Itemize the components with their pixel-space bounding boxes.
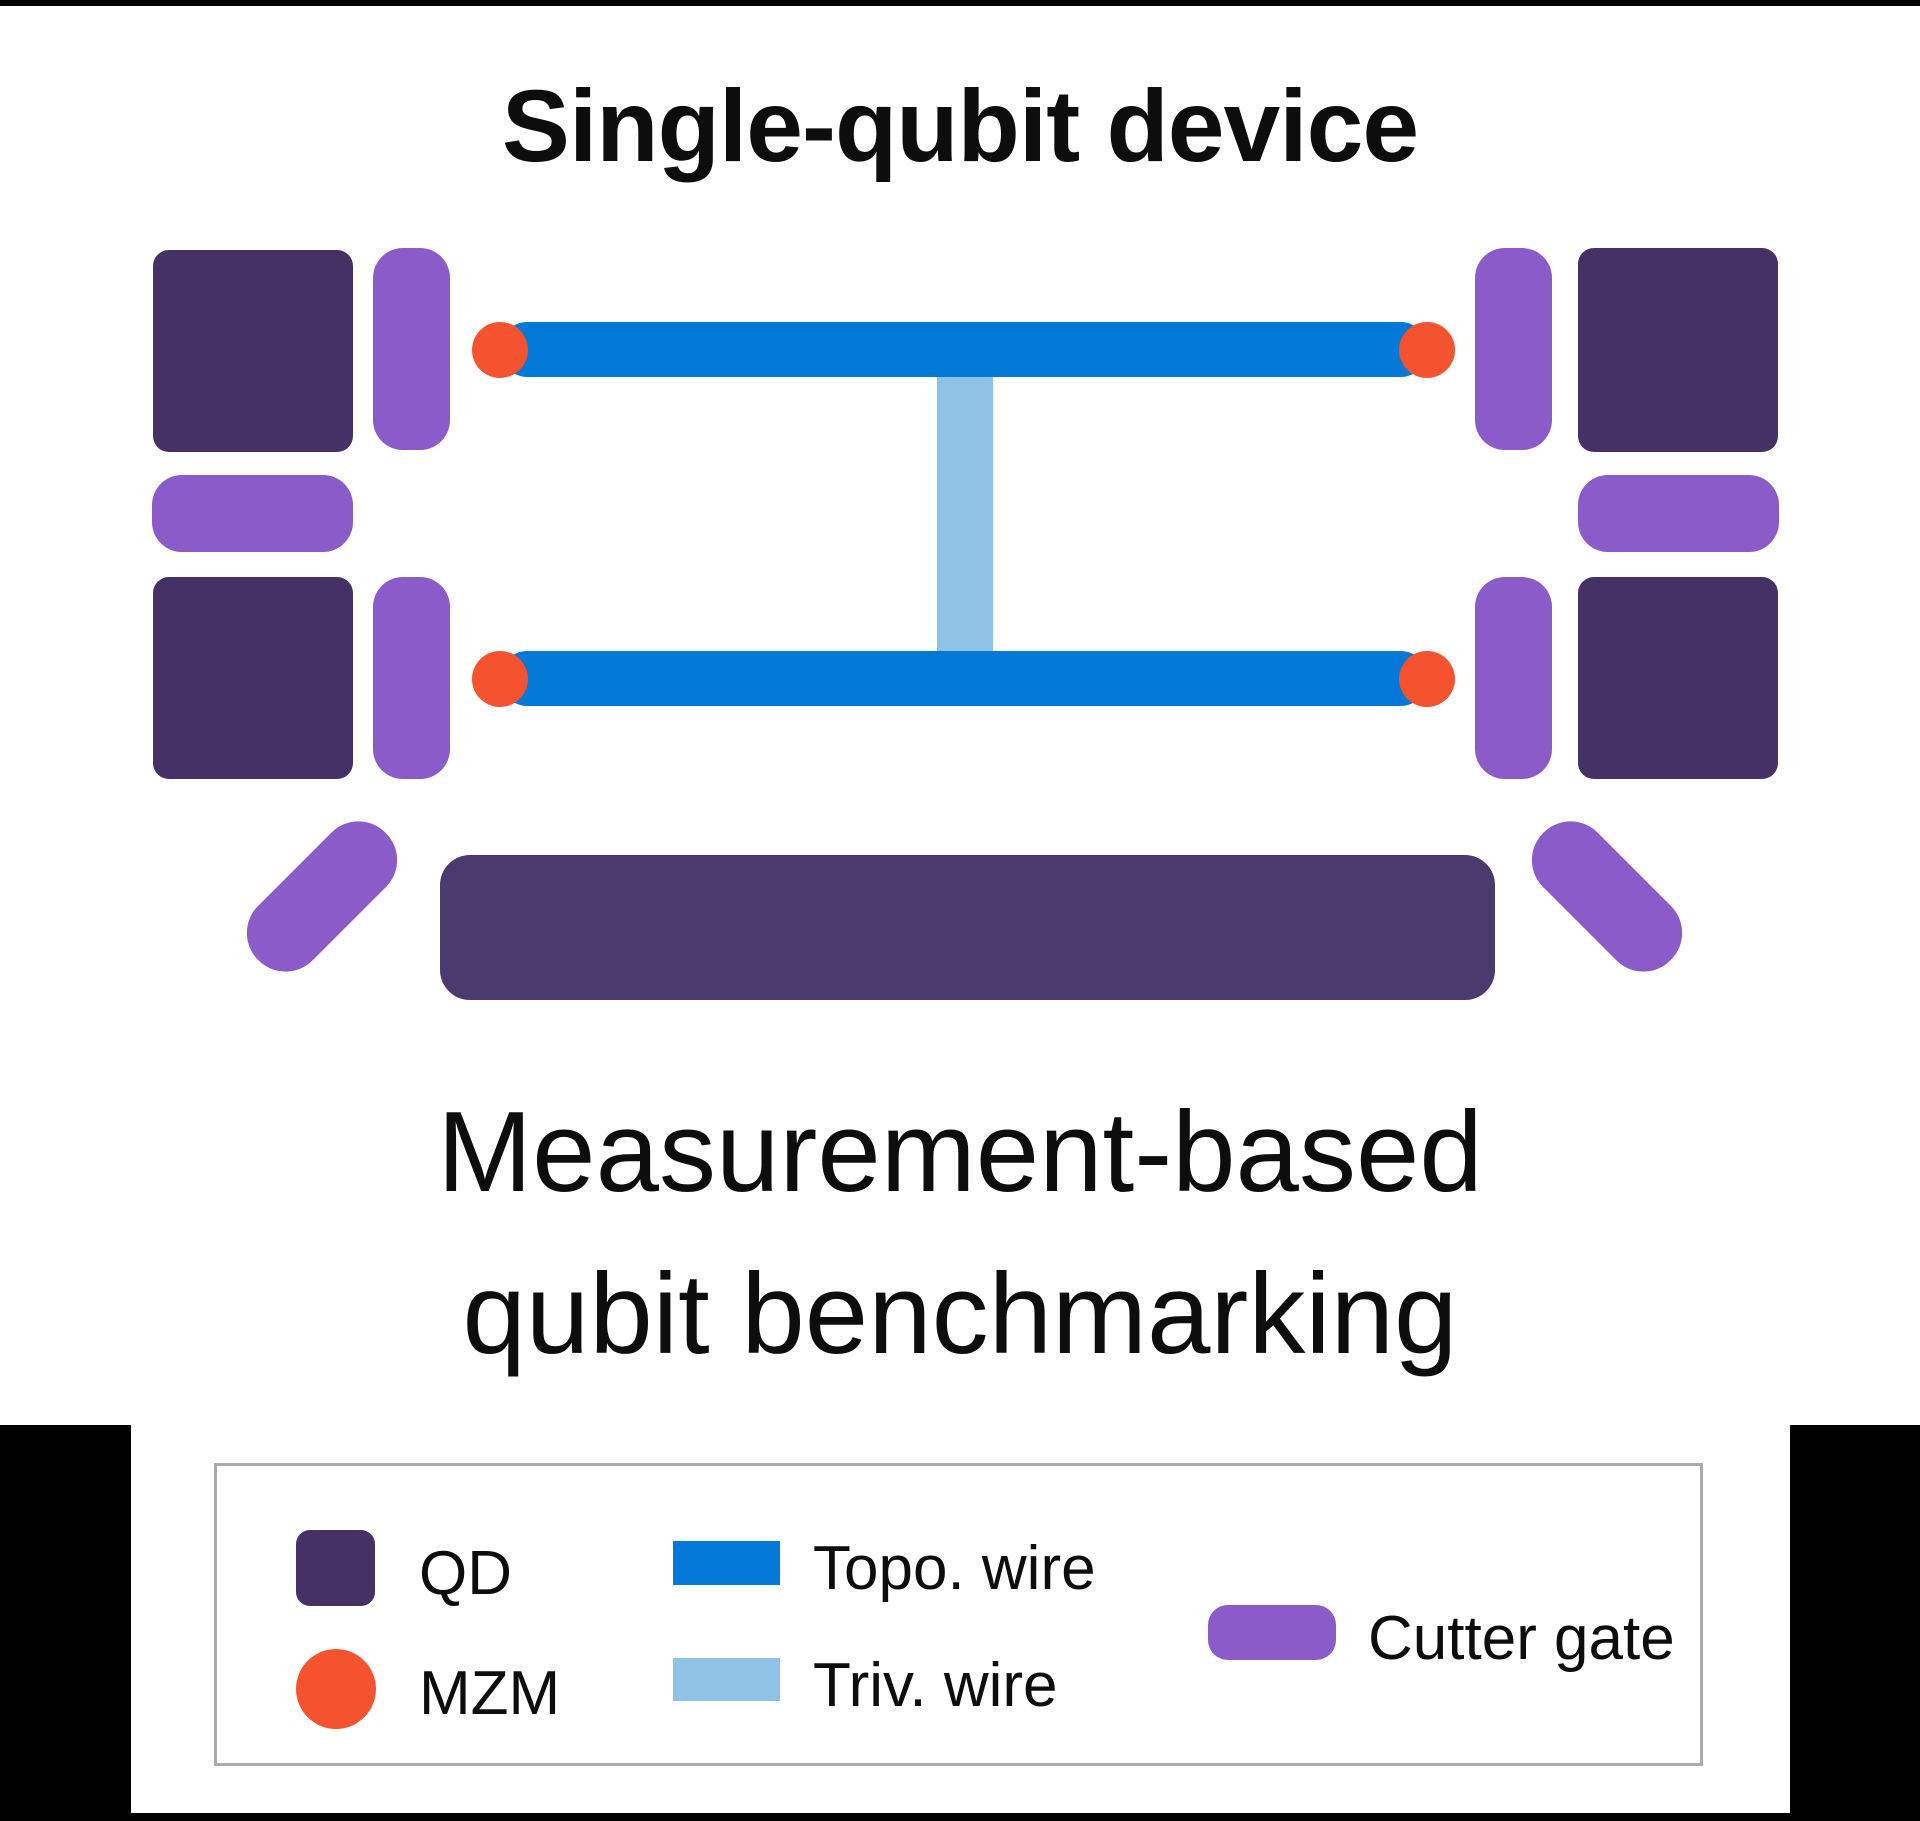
cutter-gate-horizontal-left	[152, 475, 353, 552]
mzm-dot-bottom-left	[472, 651, 528, 707]
legend-mzm-label: MZM	[419, 1659, 561, 1728]
legend-box: QD MZM Topo. wire Triv. wire Cutter gate	[214, 1463, 1703, 1766]
readout-bar	[440, 855, 1495, 1000]
bottom-right-corner-block	[1790, 1425, 1920, 1821]
cutter-gate-vertical-bottom-left	[373, 577, 450, 779]
top-edge-strip	[0, 0, 1920, 6]
quantum-dot-bottom-left	[153, 577, 353, 779]
legend-qd-label: QD	[419, 1539, 512, 1608]
mzm-dot-top-left	[472, 322, 528, 378]
legend-cutter-gate-label: Cutter gate	[1368, 1604, 1675, 1673]
topological-wire-top	[500, 322, 1428, 377]
mzm-dot-top-right	[1399, 322, 1455, 378]
quantum-dot-top-left	[153, 250, 353, 452]
mzm-dot-bottom-right	[1399, 651, 1455, 707]
cutter-gate-vertical-top-left	[373, 248, 450, 450]
caption-line-2: qubit benchmarking	[462, 1250, 1458, 1378]
cutter-gate-horizontal-right	[1578, 475, 1779, 552]
quantum-dot-top-right	[1578, 248, 1778, 452]
single-qubit-device-diagram	[152, 248, 1779, 1000]
caption-line-1: Measurement-based	[437, 1089, 1483, 1216]
legend-qd-swatch	[296, 1530, 375, 1606]
cutter-gate-vertical-top-right	[1475, 248, 1552, 450]
trivial-wire	[937, 374, 993, 654]
legend-mzm-swatch	[296, 1649, 376, 1729]
cutter-gate-diagonal-right	[1516, 805, 1698, 988]
bottom-left-corner-block	[0, 1425, 131, 1821]
figure-caption: Measurement-based qubit benchmarking	[0, 1072, 1920, 1396]
legend-topo-wire-swatch	[673, 1541, 780, 1585]
cutter-gate-diagonal-left	[231, 805, 413, 988]
legend-topo-wire-label: Topo. wire	[813, 1534, 1096, 1603]
quantum-dot-bottom-right	[1578, 577, 1778, 779]
legend-triv-wire-swatch	[673, 1658, 780, 1701]
legend-triv-wire-label: Triv. wire	[813, 1651, 1058, 1720]
bottom-edge-strip	[0, 1813, 1920, 1821]
legend-cutter-gate-swatch	[1208, 1605, 1336, 1660]
cutter-gate-vertical-bottom-right	[1475, 577, 1552, 779]
figure-title: Single-qubit device	[501, 69, 1419, 183]
topological-wire-bottom	[500, 651, 1428, 706]
